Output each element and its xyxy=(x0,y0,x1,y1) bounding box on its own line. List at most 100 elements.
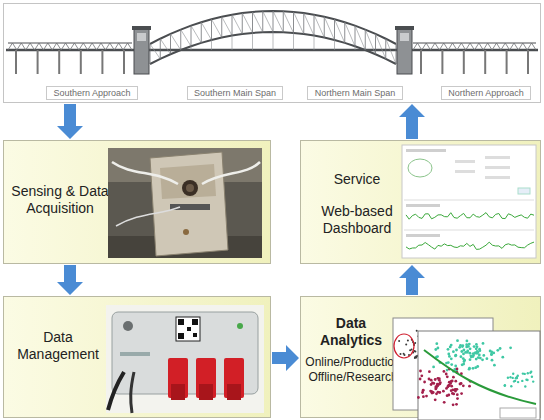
scatter-points-part xyxy=(474,366,477,369)
scatter-points-part xyxy=(450,357,453,360)
scatter-points-part xyxy=(490,353,493,356)
bridge-illustration-part xyxy=(496,43,500,50)
sensor-photo-part xyxy=(160,164,216,199)
sensor-photo-part xyxy=(202,162,260,184)
bridge-illustration-part xyxy=(134,28,149,74)
scatter-points-part xyxy=(468,385,471,388)
bridge-illustration-part xyxy=(334,40,335,50)
scatter-points-part xyxy=(432,382,435,385)
scatter-points-part xyxy=(454,365,457,368)
scatter-points-part xyxy=(431,392,434,395)
bridge-illustration-part xyxy=(66,43,70,50)
sensor-photo-part xyxy=(150,152,228,256)
scatter-points-part xyxy=(450,389,453,392)
scatter-plots-part xyxy=(424,350,536,404)
scatter-points-part xyxy=(477,356,480,359)
scatter-points-part xyxy=(445,387,448,390)
bridge-illustration-part xyxy=(21,43,25,50)
bridge-illustration-part xyxy=(262,11,263,32)
scatter-points-part xyxy=(509,376,511,378)
bridge-illustration-part xyxy=(48,43,52,50)
bridge-illustration-part xyxy=(479,43,483,50)
bridge-illustration-part xyxy=(191,46,192,50)
scatter-points-part xyxy=(403,353,405,355)
bridge-illustration-part xyxy=(335,19,345,43)
scatter-points-part xyxy=(472,354,475,357)
bridge-illustration-part xyxy=(355,46,356,50)
bridge-illustration-part xyxy=(453,43,457,50)
scatter-points-part xyxy=(491,359,494,362)
bridge-illustration-part xyxy=(514,43,518,50)
bridge-illustration-part xyxy=(304,13,314,35)
dashboard-screenshot-part xyxy=(455,170,475,173)
scatter-points-part xyxy=(455,349,458,352)
scatter-points-part xyxy=(445,362,448,365)
stage-heading: Sensing & Data Acquisition xyxy=(10,183,110,217)
scatter-points-part xyxy=(504,385,506,387)
scatter-points-part xyxy=(521,380,523,382)
scatter-plots-part xyxy=(393,318,493,410)
sensor-photo xyxy=(108,148,262,258)
bridge-illustration-part xyxy=(212,19,222,37)
scatter-points-part xyxy=(468,368,471,371)
scatter-points-part xyxy=(459,383,462,386)
bridge-panel: Southern ApproachSouthern Main SpanNorth… xyxy=(3,3,541,103)
scatter-points-part xyxy=(438,377,441,380)
bridge-illustration-part xyxy=(211,19,212,40)
dashboard-screenshot-part xyxy=(485,176,510,179)
scatter-points-part xyxy=(428,378,431,381)
bridge-illustration-part xyxy=(375,34,376,54)
scatter-points-part xyxy=(452,389,455,392)
scatter-points-part xyxy=(466,350,469,353)
scatter-points-part xyxy=(517,381,519,383)
scatter-points-part xyxy=(464,351,467,354)
bridge-illustration-part xyxy=(344,22,345,43)
dashboard-screenshot-part xyxy=(406,234,440,237)
scatter-points-part xyxy=(416,355,418,357)
scatter-points-part xyxy=(415,356,417,358)
data-logger-photo-part xyxy=(112,312,258,394)
scatter-points-part xyxy=(414,342,416,344)
bridge-illustration-part xyxy=(35,43,39,50)
scatter-points-part xyxy=(436,385,439,388)
scatter-points-part xyxy=(512,377,514,379)
scatter-points-part xyxy=(409,349,411,351)
sensor-photo-part xyxy=(186,184,194,192)
scatter-points-part xyxy=(475,343,478,346)
section-label: Northern Main Span xyxy=(308,87,402,99)
stage-heading: Service xyxy=(315,171,399,188)
scatter-points-part xyxy=(454,388,457,391)
scatter-points-part xyxy=(526,379,528,381)
scatter-points-part xyxy=(448,368,451,371)
scatter-points-part xyxy=(446,394,449,397)
scatter-points-part xyxy=(419,370,422,373)
sensor-photo-part xyxy=(170,204,210,210)
bridge-illustration-part xyxy=(150,44,151,64)
dashboard-screenshot xyxy=(402,145,536,258)
dashboard-screenshot-part xyxy=(518,188,530,194)
bridge-illustration-part xyxy=(252,12,253,33)
bridge-illustration-part xyxy=(6,49,538,52)
bridge-illustration-part xyxy=(61,43,65,50)
scatter-points-part xyxy=(452,350,455,353)
scatter-points-part xyxy=(481,358,484,361)
section-tag: Southern Approach xyxy=(46,86,138,100)
bridge-illustration-part xyxy=(114,43,118,50)
scatter-points-part xyxy=(466,340,469,343)
scatter-points-part xyxy=(429,390,432,393)
bridge-illustration-part xyxy=(232,15,233,36)
scatter-points-part xyxy=(452,393,455,396)
data-logger-photo-part xyxy=(178,333,184,339)
scatter-points-part xyxy=(529,372,531,374)
scatter-points-part xyxy=(404,354,406,356)
scatter-points-part xyxy=(423,381,426,384)
scatter-points-part xyxy=(420,349,422,351)
bridge-illustration-part xyxy=(232,15,242,34)
scatter-points-part xyxy=(432,391,435,394)
scatter-plots-part xyxy=(418,331,540,420)
scatter-points-part xyxy=(524,373,526,375)
scatter-points-part xyxy=(469,358,472,361)
bridge-illustration-part xyxy=(355,26,365,50)
bridge-illustration-part xyxy=(191,26,192,47)
scatter-points-part xyxy=(461,363,464,366)
